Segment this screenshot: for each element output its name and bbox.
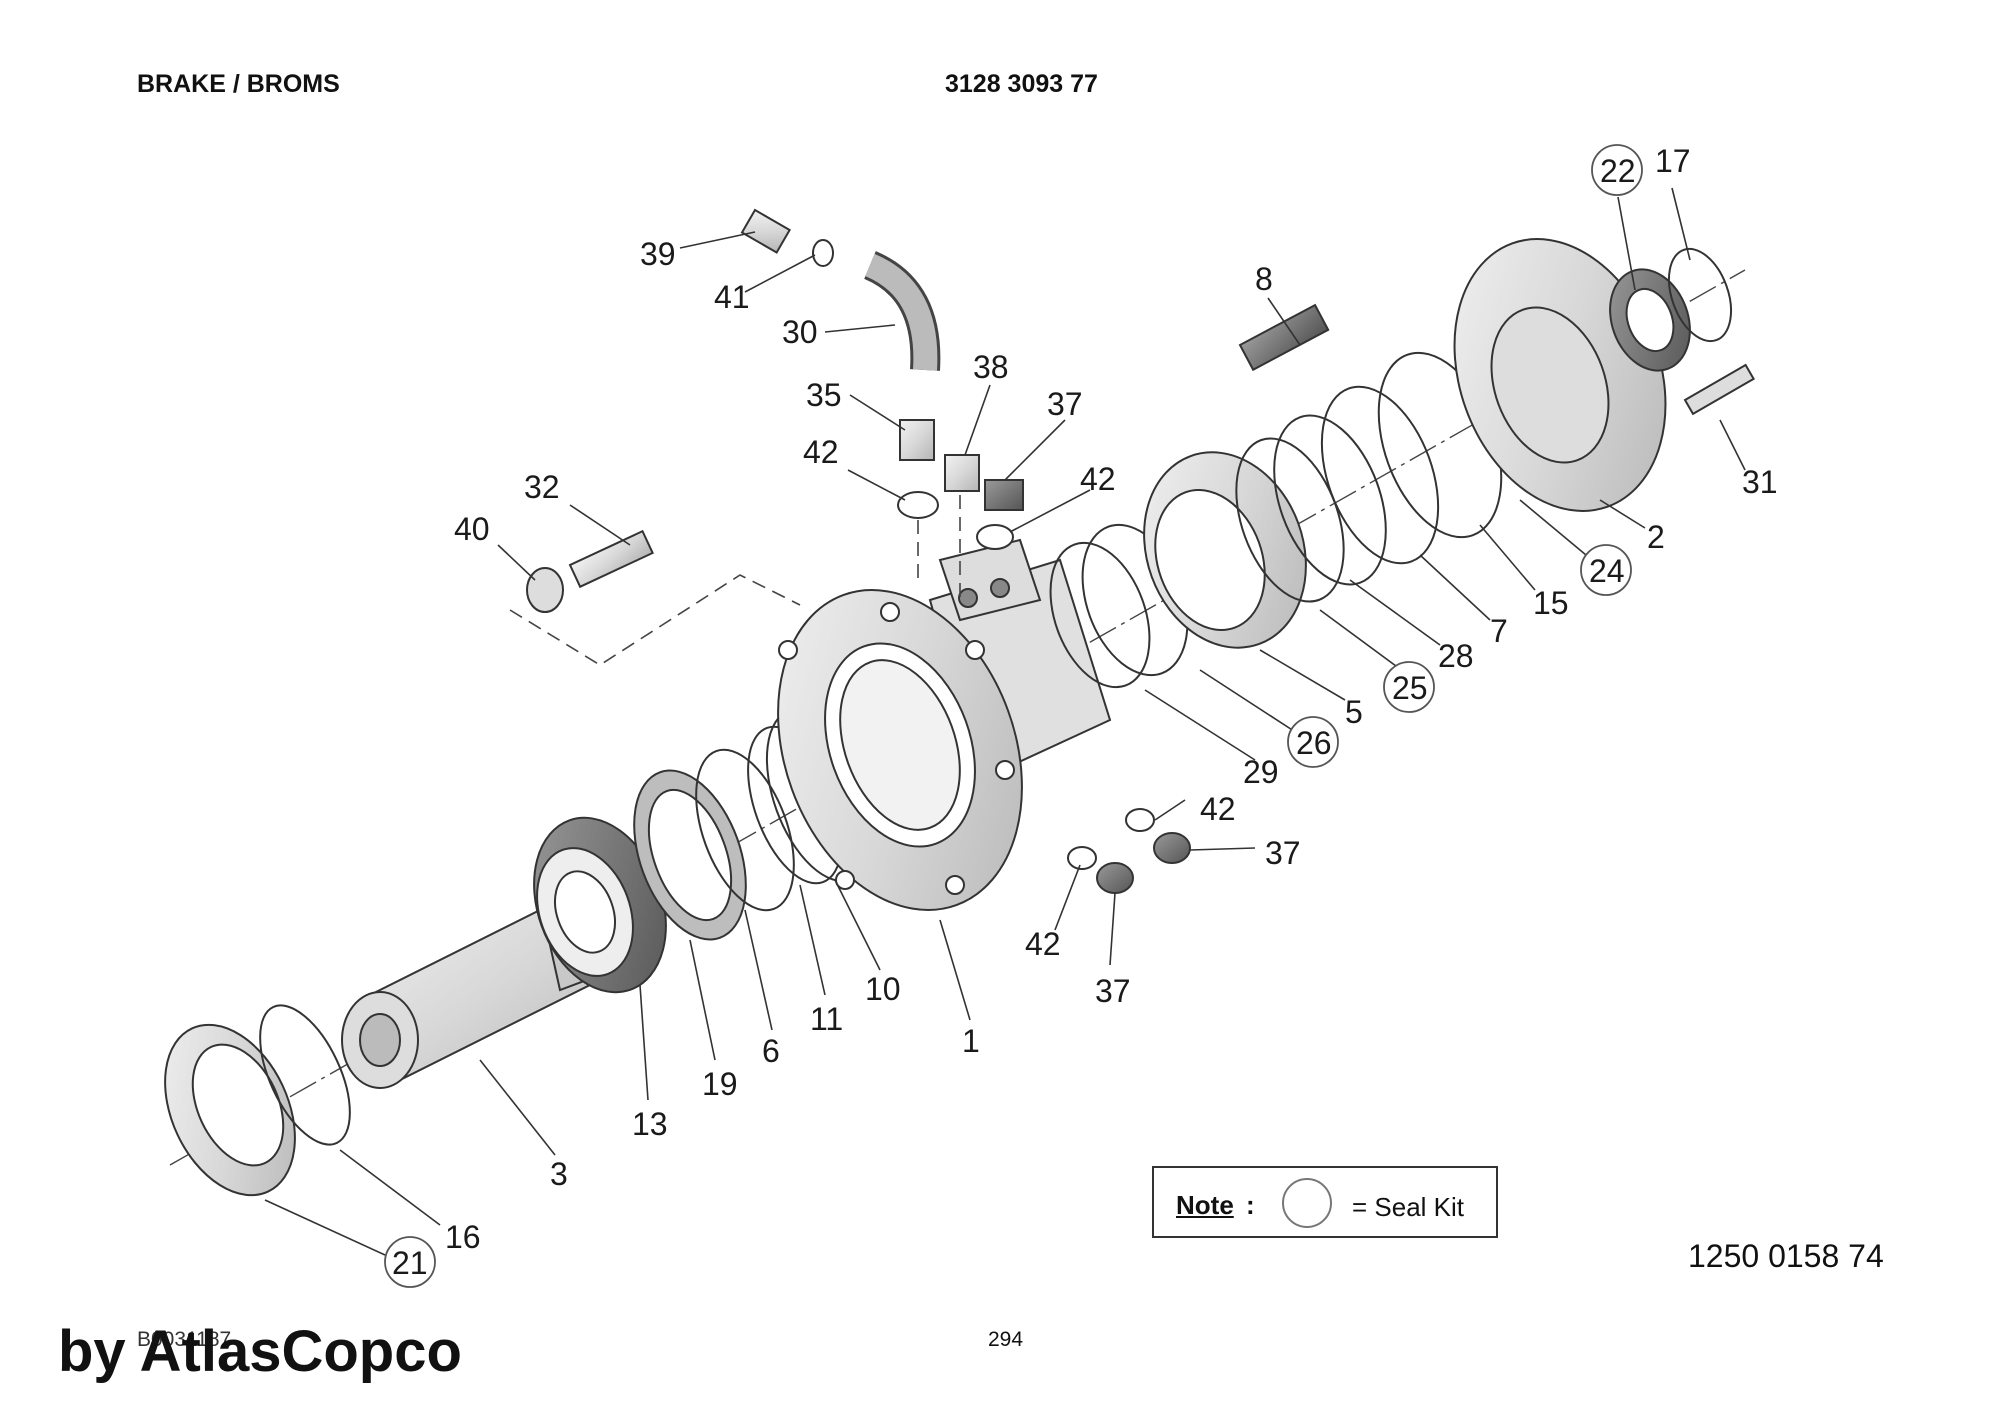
ring-7 (1320, 385, 1440, 565)
plug-37-a (984, 479, 1024, 511)
callout-38: 38 (973, 349, 1009, 385)
screw-32 (568, 529, 654, 589)
callout-labels: 39 41 30 35 38 37 42 42 32 40 8 22 17 31… (392, 143, 1778, 1281)
end-cover-2 (1453, 238, 1667, 512)
callout-42: 42 (1200, 791, 1236, 827)
callout-42: 42 (803, 434, 839, 470)
washer-42-b (976, 524, 1014, 550)
fitting-39 (740, 208, 792, 254)
bottom-code: B0031187 (137, 1328, 232, 1351)
screw-31 (1683, 363, 1755, 416)
callout-26: 26 (1296, 725, 1332, 761)
callout-22: 22 (1600, 153, 1636, 189)
callout-37: 37 (1095, 973, 1131, 1009)
callout-8: 8 (1255, 261, 1273, 297)
plug-37-b (1153, 832, 1191, 864)
seal-21 (164, 1023, 296, 1197)
ring-29 (1049, 541, 1151, 689)
callout-6: 6 (762, 1033, 780, 1069)
callout-16: 16 (445, 1219, 481, 1255)
ring-28 (1273, 414, 1387, 586)
note-colon: : (1246, 1190, 1255, 1220)
ring-6 (695, 748, 795, 912)
callout-19: 19 (702, 1066, 738, 1102)
callout-2: 2 (1647, 519, 1665, 555)
elbow-30 (863, 251, 941, 371)
washer-40 (526, 567, 564, 613)
washer-42-d (1067, 846, 1097, 870)
note-label: Note (1176, 1190, 1234, 1220)
callout-11: 11 (810, 1001, 843, 1037)
seal-kit-circles (384, 144, 1643, 1288)
washer-41 (812, 239, 834, 267)
callout-29: 29 (1243, 754, 1279, 790)
callout-42: 42 (1025, 926, 1061, 962)
adapter-35 (899, 419, 935, 461)
callout-24: 24 (1589, 553, 1625, 589)
callout-37: 37 (1047, 386, 1083, 422)
circlip-17 (1667, 247, 1733, 343)
document-number: 1250 0158 74 (1688, 1238, 1884, 1274)
callout-30: 30 (782, 314, 818, 350)
callout-1: 1 (962, 1023, 980, 1059)
plug-38 (944, 454, 980, 492)
callout-5: 5 (1345, 694, 1363, 730)
circlip-16 (259, 1004, 351, 1146)
bearing-13 (533, 816, 667, 994)
note-text: = Seal Kit (1352, 1192, 1465, 1222)
callout-21: 21 (392, 1245, 428, 1281)
watermark: by AtlasCopco (58, 1319, 462, 1384)
spring-8 (1238, 303, 1330, 372)
callout-7: 7 (1490, 613, 1508, 649)
callout-39: 39 (640, 236, 676, 272)
callout-35: 35 (806, 377, 842, 413)
seal-kit-circle-icon (1282, 1178, 1332, 1228)
callout-25: 25 (1392, 670, 1428, 706)
callout-17: 17 (1655, 143, 1691, 179)
callout-32: 32 (524, 469, 560, 505)
callout-10: 10 (865, 971, 901, 1007)
callout-41: 41 (714, 279, 750, 315)
callout-28: 28 (1438, 638, 1474, 674)
page-number: 294 (988, 1328, 1024, 1351)
callout-40: 40 (454, 511, 490, 547)
note-legend: Note : = Seal Kit (1152, 1166, 1498, 1238)
callout-37: 37 (1265, 835, 1301, 871)
callout-15: 15 (1533, 585, 1569, 621)
callout-3: 3 (550, 1156, 568, 1192)
piston-5 (1143, 451, 1307, 649)
page-title: BRAKE / BROMS (137, 70, 340, 98)
plug-37-c (1096, 862, 1134, 894)
washer-42-a (897, 491, 939, 519)
washer-42-c (1125, 808, 1155, 832)
housing-1 (777, 538, 1112, 911)
part-number: 3128 3093 77 (945, 70, 1098, 98)
callout-42: 42 (1080, 461, 1116, 497)
leader-lines (264, 187, 1746, 1256)
callout-13: 13 (632, 1106, 668, 1142)
callout-31: 31 (1742, 464, 1778, 500)
